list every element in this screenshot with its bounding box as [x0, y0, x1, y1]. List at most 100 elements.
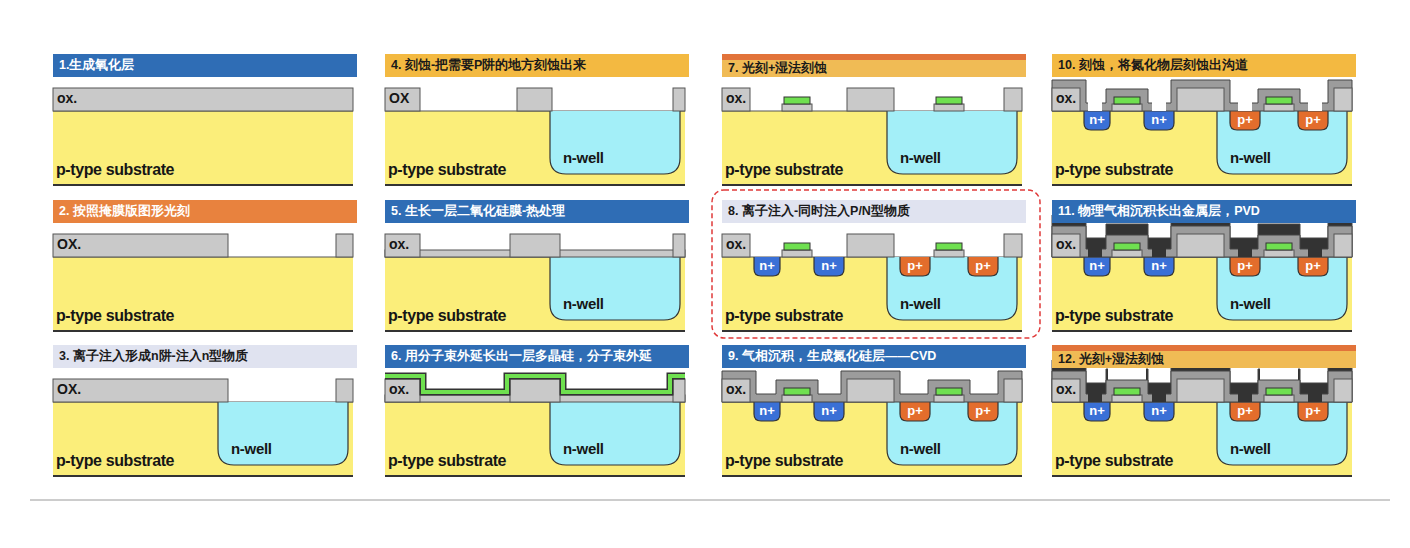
- substrate: [385, 111, 685, 185]
- well-label: n-well: [1230, 440, 1271, 457]
- gate-oxide: [1264, 250, 1294, 257]
- metal-contact: [1152, 248, 1166, 257]
- substrate-label: p-type substrate: [725, 306, 843, 326]
- substrate: [1052, 402, 1352, 476]
- region-label: p+: [1230, 403, 1260, 419]
- oxide-label: OX.: [57, 381, 81, 397]
- poly-gate: [936, 243, 962, 250]
- well-label: n-well: [1230, 149, 1271, 166]
- step-header: 2. 按照掩膜版图形光刻: [53, 200, 357, 223]
- oxide-label: ox.: [57, 90, 77, 106]
- well-label: n-well: [231, 440, 272, 457]
- poly-gate: [1266, 97, 1292, 104]
- bottom-rule: [30, 500, 1390, 501]
- p-plus-region: [968, 402, 998, 421]
- poly-gate: [936, 388, 962, 395]
- step-title: 10. 刻蚀，将氮化物层刻蚀出沟道: [1058, 58, 1248, 72]
- region-label: n+: [1144, 258, 1174, 274]
- metal-contact: [1152, 393, 1166, 402]
- metal-contact: [1088, 248, 1102, 257]
- region-label: p+: [1298, 112, 1328, 128]
- n-plus-region: [1084, 402, 1110, 421]
- poly-gate: [936, 97, 962, 104]
- step-header: 12. 光刻+湿法刻蚀: [1052, 345, 1356, 368]
- gate-oxide: [1264, 104, 1294, 111]
- oxide-block: [1004, 379, 1022, 402]
- n-plus-region: [1144, 111, 1174, 130]
- substrate-label: p-type substrate: [1055, 306, 1173, 326]
- region-label: n+: [1084, 258, 1110, 274]
- n-well-region: [887, 257, 1017, 320]
- substrate-label: p-type substrate: [388, 451, 506, 471]
- oxide-label: ox.: [726, 381, 746, 397]
- step-header: 1.生成氧化层: [53, 54, 357, 77]
- oxide-block: [1052, 234, 1080, 257]
- polysilicon-layer: [385, 376, 685, 392]
- region-label: p+: [968, 258, 998, 274]
- substrate-edge: [1052, 475, 1352, 477]
- metal-contact: [1308, 248, 1322, 257]
- highlight-frame: [712, 190, 1040, 338]
- oxide-label: ox.: [1056, 236, 1076, 252]
- p-plus-region: [1298, 402, 1328, 421]
- oxide-block: [673, 88, 685, 111]
- substrate-edge: [385, 330, 685, 332]
- well-label: n-well: [900, 295, 941, 312]
- region-label: p+: [1230, 258, 1260, 274]
- step-header: 3. 离子注入形成n阱-注入n型物质: [53, 345, 357, 368]
- n-well-region: [887, 402, 1017, 465]
- substrate-edge: [53, 475, 353, 477]
- substrate-label: p-type substrate: [56, 160, 174, 180]
- step-title: 5. 生长一层二氧化硅膜-热处理: [391, 204, 565, 218]
- gate-oxide: [782, 250, 812, 257]
- substrate: [53, 402, 353, 476]
- oxide-block: [53, 88, 353, 111]
- poly-gate: [1114, 243, 1140, 250]
- substrate: [53, 111, 353, 185]
- poly-gate: [784, 97, 810, 104]
- oxide-label: ox.: [726, 90, 746, 106]
- oxide-block: [385, 234, 420, 257]
- oxide-block: [1004, 234, 1022, 257]
- n-well-region: [550, 402, 680, 465]
- nitride-layer: [1052, 371, 1352, 402]
- substrate-label: p-type substrate: [1055, 160, 1173, 180]
- oxide-block: [1004, 88, 1022, 111]
- oxide-block: [510, 379, 560, 402]
- oxide-label: ox.: [1056, 381, 1076, 397]
- gate-oxide: [934, 250, 964, 257]
- substrate-label: p-type substrate: [388, 306, 506, 326]
- step-header: 9. 气相沉积，生成氮化硅层——CVD: [722, 345, 1026, 368]
- oxide-label: ox.: [726, 236, 746, 252]
- poly-gate: [1266, 243, 1292, 250]
- step-header: 7. 光刻+湿法刻蚀: [722, 54, 1026, 77]
- oxide-block: [336, 234, 353, 257]
- step-title: 6. 用分子束外延长出一层多晶硅，分子束外延: [391, 349, 652, 363]
- n-well-region: [1217, 402, 1347, 465]
- oxide-block: [336, 379, 353, 402]
- step-title: 7. 光刻+湿法刻蚀: [728, 61, 827, 75]
- oxide-label: ox.: [389, 381, 409, 397]
- n-plus-region: [814, 257, 844, 276]
- substrate-edge: [1052, 184, 1352, 186]
- well-label: n-well: [900, 149, 941, 166]
- p-plus-region: [1298, 111, 1328, 130]
- n-well-region: [1217, 257, 1347, 320]
- metal-contact: [1238, 248, 1252, 257]
- oxide-block: [847, 379, 894, 402]
- oxide-block: [1177, 88, 1224, 111]
- region-label: n+: [1084, 403, 1110, 419]
- well-label: n-well: [563, 149, 604, 166]
- region-label: p+: [900, 403, 930, 419]
- substrate: [722, 257, 1022, 331]
- step-title: 2. 按照掩膜版图形光刻: [59, 204, 190, 218]
- n-well-region: [887, 111, 1017, 174]
- substrate-edge: [385, 475, 685, 477]
- p-plus-region: [1230, 257, 1260, 276]
- region-label: p+: [1230, 112, 1260, 128]
- substrate-edge: [722, 475, 1022, 477]
- poly-gate: [1266, 388, 1292, 395]
- well-label: n-well: [900, 440, 941, 457]
- oxide-label: ox.: [389, 236, 409, 252]
- poly-gate: [1114, 97, 1140, 104]
